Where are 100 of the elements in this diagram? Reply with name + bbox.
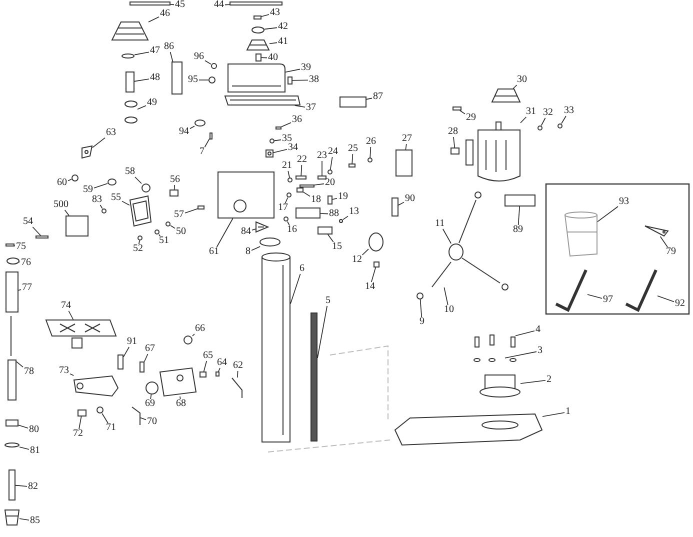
callout-number: 67 [144, 344, 156, 354]
leader-line [542, 412, 565, 417]
callout-number: 45 [174, 0, 186, 10]
motor-plate-drawing [396, 150, 412, 176]
collar-drawing [368, 232, 384, 252]
callout-number: 19 [337, 192, 349, 202]
leader-line [371, 267, 376, 282]
switch-drawing [66, 216, 88, 236]
callout-number: 12 [351, 255, 363, 265]
leader-line [274, 139, 282, 142]
callout-number: 95 [187, 75, 199, 85]
leader-line [352, 154, 354, 164]
callout-number: 84 [240, 227, 252, 237]
screw-drawing [211, 63, 217, 69]
callout-number: 29 [465, 113, 477, 123]
nut-drawing [538, 126, 542, 130]
hex-key-drawing [625, 269, 658, 312]
pulley-drawing [111, 22, 149, 40]
callout-number: 65 [202, 351, 214, 361]
spindle-sleeve-drawing [126, 72, 134, 92]
bolt-drawing [348, 164, 356, 168]
callout-number: 78 [23, 367, 35, 377]
nut-drawing [102, 208, 106, 214]
callout-number: 97 [602, 295, 614, 305]
callout-number: 90 [404, 194, 416, 204]
rack-drawing [310, 312, 318, 442]
callout-number: 38 [308, 75, 320, 85]
table-arm-drawing [73, 375, 119, 397]
callout-number: 89 [512, 225, 524, 235]
lever-drawing [328, 196, 332, 204]
leader-line [138, 240, 140, 244]
knob-drawing [288, 76, 292, 84]
flange-drawing [480, 374, 520, 398]
callout-number: 44 [213, 0, 225, 10]
nut-drawing [368, 158, 372, 162]
handle-drawing [140, 362, 144, 372]
callout-number: 2 [546, 375, 552, 385]
leader-line [19, 518, 30, 520]
label-plate-drawing [504, 194, 536, 206]
callout-number: 74 [60, 301, 72, 311]
leader-line [192, 334, 195, 336]
head-casting-drawing [218, 172, 274, 218]
table-bracket-drawing [159, 367, 197, 397]
label-plate-drawing [392, 198, 398, 216]
leader-line [320, 213, 328, 214]
table-drawing [45, 320, 117, 348]
screw-drawing [374, 262, 380, 268]
leader-line [144, 354, 148, 362]
callout-number: 68 [175, 399, 187, 409]
leader-line [269, 42, 278, 44]
callout-number: 43 [269, 8, 281, 18]
leader-line [362, 248, 369, 256]
leader-line [264, 27, 278, 30]
callout-number: 63 [105, 128, 117, 138]
callout-number: 96 [193, 52, 205, 62]
knob-drawing [108, 178, 116, 186]
hex-key-drawing [555, 269, 588, 312]
leader-line [660, 236, 668, 248]
leader-line [444, 287, 448, 306]
switch-box-drawing [129, 195, 152, 227]
clamp-drawing [266, 150, 274, 158]
leader-line [16, 361, 24, 368]
nut-drawing [184, 336, 192, 344]
leader-line [300, 164, 302, 176]
leader-line [204, 60, 212, 65]
callout-number: 41 [277, 37, 289, 47]
leader-line [518, 206, 520, 226]
leader-line [303, 192, 310, 197]
leader-line [102, 413, 108, 424]
leader-line [170, 52, 174, 62]
callout-number: 88 [328, 209, 340, 219]
pulley-drawing [246, 40, 270, 50]
washers-drawing [474, 358, 516, 362]
leader-line [288, 170, 290, 178]
callout-number: 35 [281, 134, 293, 144]
callout-number: 48 [149, 73, 161, 83]
callout-number: 8 [244, 247, 252, 257]
callout-number: 14 [364, 282, 376, 292]
rod-drawing [300, 184, 314, 188]
screw-drawing [36, 236, 48, 238]
pin-drawing [296, 176, 306, 180]
leader-line [370, 146, 372, 158]
bolt-drawing [318, 176, 326, 180]
nut-drawing [288, 178, 292, 182]
screw-drawing [208, 76, 216, 84]
leader-line [68, 178, 72, 182]
screw-drawing [210, 132, 212, 140]
leader-line [184, 208, 198, 214]
callout-number: 47 [149, 46, 161, 56]
callout-number: 70 [146, 417, 158, 427]
callout-number: 69 [144, 399, 156, 409]
leader-line [100, 204, 103, 209]
callout-number: 6 [298, 264, 306, 274]
leader-line [284, 197, 288, 204]
screw-drawing [286, 192, 292, 198]
label-plate-drawing [118, 354, 124, 370]
callout-number: 5 [324, 296, 332, 306]
label-plate-drawing [296, 208, 320, 218]
leader-line [442, 228, 452, 244]
pin-drawing [216, 372, 220, 376]
